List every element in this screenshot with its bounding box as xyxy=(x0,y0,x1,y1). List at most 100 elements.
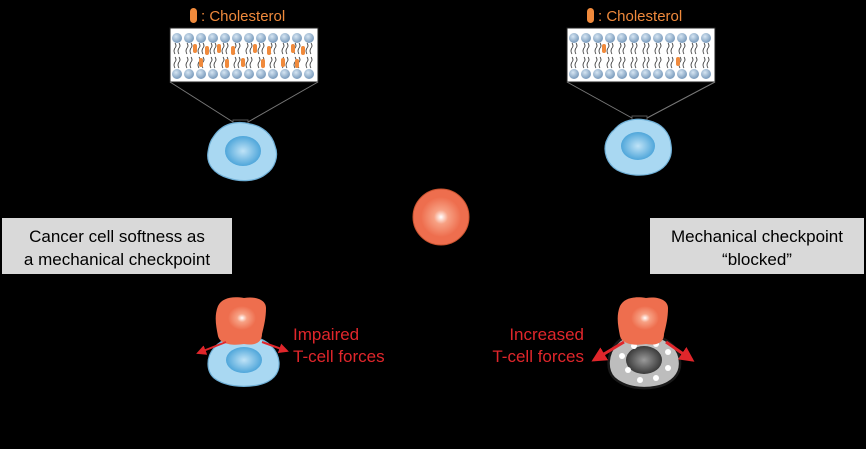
label-box-right-line2: “blocked” xyxy=(722,250,792,269)
lipid-tail xyxy=(209,56,213,69)
lipid-head xyxy=(184,33,194,43)
lipid-head xyxy=(220,33,230,43)
lipid-tail xyxy=(185,56,189,69)
lipid-head xyxy=(665,33,675,43)
lipid-tail xyxy=(670,42,674,55)
lipid-tail xyxy=(177,42,181,55)
lipid-tail xyxy=(670,56,674,69)
t-cell-stiff-interaction xyxy=(591,297,695,390)
lipid-head xyxy=(689,69,699,79)
lipid-tail xyxy=(702,56,706,69)
lipid-tail xyxy=(654,42,658,55)
cholesterol-legend-left: : Cholesterol xyxy=(190,8,285,25)
lipid-tail xyxy=(237,42,241,55)
lipid-head xyxy=(629,33,639,43)
lipid-head xyxy=(292,69,302,79)
cholesterol-molecule xyxy=(253,44,257,53)
force-arrow-right xyxy=(665,340,695,362)
lipid-tail xyxy=(309,42,313,55)
lipid-tail xyxy=(598,42,602,55)
cholesterol-molecule xyxy=(205,46,209,55)
lipid-tail xyxy=(249,42,253,55)
label-box-right-line1: Mechanical checkpoint xyxy=(671,227,843,246)
lipid-tail xyxy=(622,56,626,69)
lipid-head xyxy=(244,69,254,79)
lipid-tail xyxy=(213,56,217,69)
force-arrow-right xyxy=(261,341,289,353)
lipid-head xyxy=(581,33,591,43)
lipid-head xyxy=(617,69,627,79)
lipid-head xyxy=(196,69,206,79)
lipid-tail xyxy=(221,56,225,69)
lipid-tail xyxy=(618,56,622,69)
cholesterol-molecule xyxy=(231,46,235,55)
lipid-tail xyxy=(309,56,313,69)
label-box-left: Cancer cell softness as a mechanical che… xyxy=(2,218,232,274)
lipid-head xyxy=(617,33,627,43)
lipid-tail xyxy=(634,56,638,69)
lipid-tail xyxy=(173,56,177,69)
lipid-tail xyxy=(706,42,710,55)
lipid-head xyxy=(172,69,182,79)
membrane-bilayer-left xyxy=(169,27,319,83)
t-cell-bottom-right xyxy=(617,297,668,345)
lipid-tail xyxy=(694,56,698,69)
lipid-tail xyxy=(570,42,574,55)
lipid-tail xyxy=(658,56,662,69)
t-cell-bottom-left xyxy=(215,297,266,345)
lipid-tail xyxy=(185,42,189,55)
lipid-tail xyxy=(678,42,682,55)
lipid-tail xyxy=(201,42,205,55)
lipid-tail xyxy=(177,56,181,69)
label-box-right: Mechanical checkpoint “blocked” xyxy=(650,218,864,274)
lipid-tail xyxy=(586,56,590,69)
lipid-tail xyxy=(666,42,670,55)
force-label-right-line2: T-cell forces xyxy=(492,347,584,366)
lipid-tail xyxy=(594,42,598,55)
lipid-head xyxy=(232,69,242,79)
vesicle xyxy=(653,375,659,381)
lipid-tail xyxy=(606,42,610,55)
cholesterol-legend-label: : Cholesterol xyxy=(598,8,682,25)
lipid-head xyxy=(304,33,314,43)
lipid-head xyxy=(689,33,699,43)
cholesterol-molecule xyxy=(241,58,245,67)
soft-cancer-cell-top xyxy=(207,121,278,182)
lipid-tail xyxy=(642,42,646,55)
lipid-tail xyxy=(197,42,201,55)
lipid-tail xyxy=(606,56,610,69)
cholesterol-molecule xyxy=(225,59,229,68)
lipid-tail xyxy=(269,56,273,69)
force-arrow-left xyxy=(591,340,625,362)
lipid-tail xyxy=(285,42,289,55)
lipid-head xyxy=(256,69,266,79)
lipid-tail xyxy=(273,42,277,55)
lipid-head xyxy=(653,69,663,79)
force-label-left-line1: Impaired xyxy=(293,325,359,344)
lipid-head xyxy=(653,33,663,43)
vesicle xyxy=(637,377,643,383)
lipid-tail xyxy=(646,56,650,69)
lipid-tail xyxy=(642,56,646,69)
lipid-tail xyxy=(630,56,634,69)
lipid-head xyxy=(196,33,206,43)
lipid-tail xyxy=(634,42,638,55)
t-cell-center xyxy=(412,188,470,246)
lipid-head xyxy=(292,33,302,43)
lipid-head xyxy=(569,69,579,79)
lipid-tail xyxy=(297,42,301,55)
lipid-head xyxy=(569,33,579,43)
lipid-tail xyxy=(245,56,249,69)
lipid-head xyxy=(581,69,591,79)
lipid-tail xyxy=(702,42,706,55)
lipid-head xyxy=(244,33,254,43)
lipid-tail xyxy=(245,42,249,55)
lipid-head xyxy=(677,33,687,43)
force-label-left-line2: T-cell forces xyxy=(293,347,385,366)
lipid-head xyxy=(268,33,278,43)
vesicle xyxy=(619,353,625,359)
lipid-head xyxy=(665,69,675,79)
lipid-tail xyxy=(610,56,614,69)
lipid-tail xyxy=(666,56,670,69)
